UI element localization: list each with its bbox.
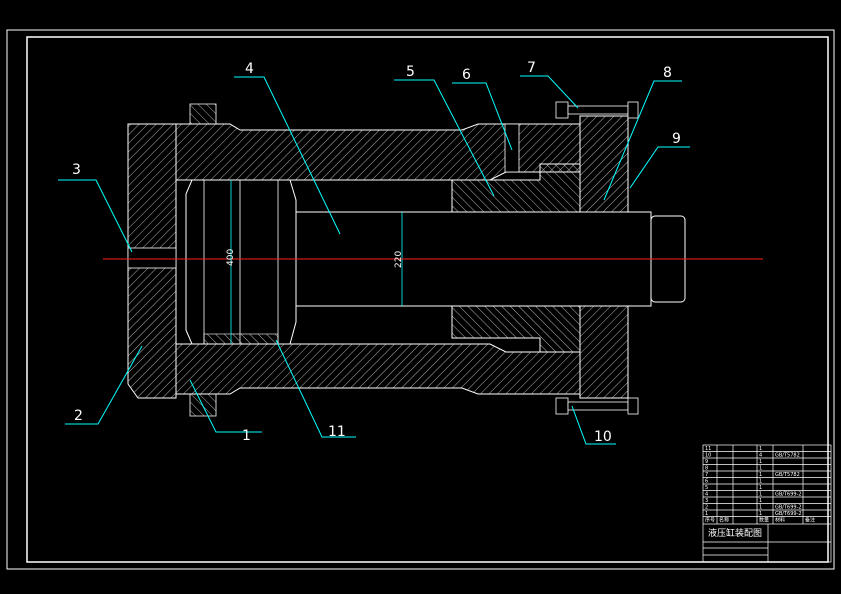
bom-header-cell: 备注 — [805, 517, 815, 524]
bom-header-cell: 序号 — [705, 517, 715, 524]
bom-cell: 1 — [759, 485, 762, 491]
bom-cell: 7 — [705, 472, 708, 478]
callout-6: 6 — [462, 67, 471, 83]
bom-cell: 4 — [705, 492, 708, 498]
bom-cell: 1 — [759, 498, 762, 504]
bom-cell: 1 — [759, 466, 762, 472]
callout-1: 1 — [242, 428, 251, 444]
bom-cell: 4 — [759, 453, 762, 459]
title-block-title: 液压缸装配图 — [708, 527, 762, 539]
callout-10: 10 — [594, 429, 612, 445]
piston — [185, 179, 297, 345]
callout-9: 9 — [672, 131, 681, 147]
bom-cell: 11 — [705, 446, 711, 452]
bom-cell: 1 — [759, 511, 762, 517]
title-block — [702, 444, 832, 563]
bom-cell: 1 — [759, 446, 762, 452]
bolt-top — [555, 101, 639, 119]
bom-cell: 1 — [759, 492, 762, 498]
bom-cell: 10 — [705, 453, 711, 459]
front-flange-top — [579, 115, 629, 213]
bom-cell: 3 — [705, 498, 708, 504]
dim-rod: 220 — [394, 251, 404, 268]
bom-cell: 1 — [705, 511, 708, 517]
bom-cell: 9 — [705, 459, 708, 465]
bom-cell: 1 — [759, 479, 762, 485]
clamp-top — [189, 103, 217, 125]
barrel-bottom — [175, 343, 581, 395]
bom-cell: 1 — [759, 472, 762, 478]
bom-cell: GB/T5782 — [775, 453, 800, 459]
callout-5: 5 — [406, 64, 415, 80]
bolt-bottom — [555, 397, 639, 415]
bom-cell: GB/T699-2 — [775, 492, 802, 498]
dim-bore: 400 — [226, 249, 236, 266]
bom-header-cell: 材料 — [775, 517, 785, 524]
bom-cell: GB/T699-2 — [775, 511, 802, 517]
bom-cell: 5 — [705, 485, 708, 491]
bom-header-cell: 名称 — [719, 517, 729, 524]
barrel-top — [175, 123, 581, 181]
callout-3: 3 — [72, 162, 81, 178]
callout-2: 2 — [74, 408, 83, 424]
bom-cell: 1 — [759, 505, 762, 511]
bom-cell: 2 — [705, 505, 708, 511]
callout-11: 11 — [328, 424, 346, 440]
bom-header-cell: 数量 — [759, 517, 769, 524]
outer-frame — [6, 29, 835, 570]
callout-7: 7 — [527, 60, 536, 76]
front-flange-bottom — [579, 305, 629, 399]
bom-cell: 8 — [705, 466, 708, 472]
bom-cell: 6 — [705, 479, 708, 485]
bom-cell: GB/T699-2 — [775, 505, 802, 511]
bom-cell: GB/T5782 — [775, 472, 800, 478]
bom-cell: 1 — [759, 459, 762, 465]
inner-frame — [26, 36, 829, 563]
callout-4: 4 — [245, 61, 254, 77]
callout-8: 8 — [663, 65, 672, 81]
port-hole — [127, 247, 177, 269]
